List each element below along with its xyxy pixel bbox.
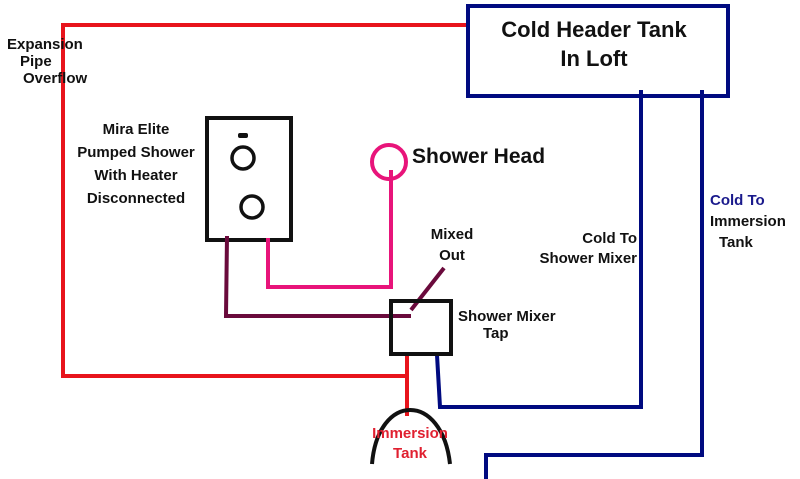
pipe-cold-to-mixer	[435, 90, 643, 409]
label-header-tank-line2: In Loft	[560, 45, 628, 71]
pipe-expansion-overflow	[61, 23, 468, 378]
mixed-out-pointer	[409, 266, 446, 312]
label-pumped-shower-line1: Mira Elite	[102, 121, 170, 138]
pipe-cold-to-immersion	[484, 90, 704, 479]
label-immersion-tank: Immersion Tank	[360, 424, 460, 464]
label-expansion-line2: Pipe	[20, 53, 52, 70]
label-pumped-shower-line4: Disconnected	[86, 190, 186, 207]
label-cold-to-immersion: Cold To Immersion Tank	[710, 190, 786, 253]
label-expansion: Expansion Pipe Overflow	[7, 36, 87, 87]
label-expansion-line3: Overflow	[23, 70, 88, 87]
pumped-shower-indicator-icon	[238, 133, 248, 138]
label-shower-head: Shower Head	[412, 145, 546, 168]
label-mixer-tap: Shower Mixer Tap	[458, 308, 556, 342]
pumped-shower-box	[205, 116, 293, 242]
label-expansion-line1: Expansion	[7, 36, 83, 53]
mixer-tap-box	[389, 299, 453, 356]
label-cold-to-immersion-line2: Immersion	[710, 213, 786, 230]
immersion-tank-dome	[370, 408, 452, 465]
label-cold-to-immersion-line3: Tank	[719, 234, 753, 251]
label-mixer-tap-line2: Tap	[483, 325, 509, 342]
label-pumped-shower-line3: With Heater	[94, 167, 178, 184]
label-header-tank: Cold Header Tank In Loft	[474, 16, 714, 73]
label-immersion-tank-line1: Immersion	[372, 425, 448, 442]
shower-head-icon	[370, 143, 408, 181]
label-cold-to-mixer-line1: Cold To	[582, 230, 637, 247]
label-mixed-out-line2: Out	[439, 247, 465, 264]
pumped-shower-dial-bottom-icon	[239, 194, 265, 220]
label-immersion-tank-line2: Tank	[393, 445, 427, 462]
label-mixer-tap-line1: Shower Mixer	[458, 308, 556, 325]
pipe-mixed-out	[223, 235, 411, 318]
label-cold-to-immersion-line1: Cold To	[710, 192, 765, 209]
label-cold-to-mixer: Cold To Shower Mixer	[524, 229, 637, 269]
label-mixed-out: Mixed Out	[420, 224, 484, 266]
pipe-pump-to-head	[266, 170, 393, 289]
label-header-tank-line1: Cold Header Tank	[501, 17, 687, 42]
label-cold-to-mixer-line2: Shower Mixer	[539, 250, 637, 267]
label-pumped-shower-line2: Pumped Shower	[77, 144, 195, 161]
pumped-shower-dial-top-icon	[230, 145, 256, 171]
label-mixed-out-line1: Mixed	[430, 226, 474, 243]
header-tank-box	[466, 4, 730, 98]
label-pumped-shower: Mira Elite Pumped Shower With Heater Dis…	[66, 118, 206, 210]
